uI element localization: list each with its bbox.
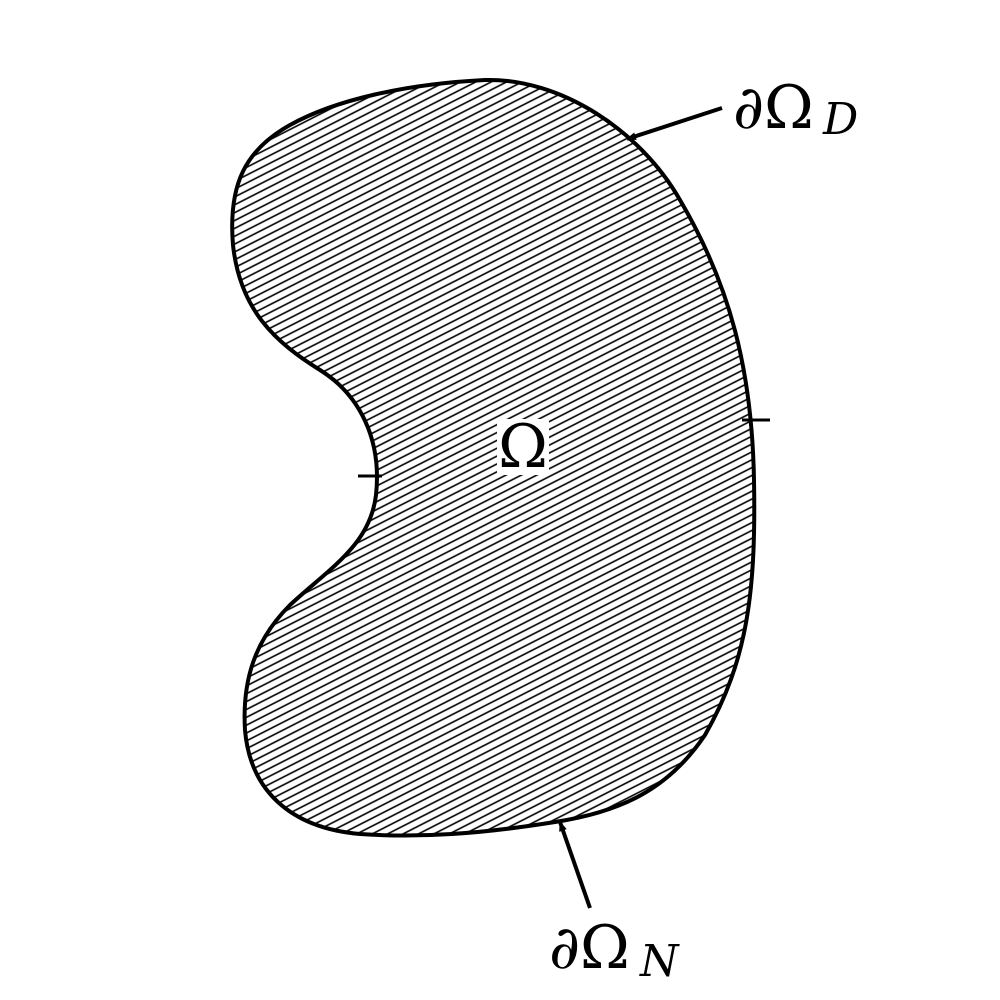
svg-text:Ω: Ω xyxy=(498,412,548,482)
svg-text:∂Ω: ∂Ω xyxy=(733,73,814,143)
neumann-boundary-label: ∂Ω N xyxy=(549,913,680,987)
svg-text:D: D xyxy=(822,94,858,145)
svg-text:N: N xyxy=(639,936,680,987)
svg-text:∂Ω: ∂Ω xyxy=(549,913,630,983)
dirichlet-boundary-label: ∂Ω D xyxy=(733,73,858,145)
domain-region xyxy=(230,77,757,838)
dirichlet-arrow xyxy=(626,106,723,141)
neumann-arrow xyxy=(558,821,592,909)
domain-label: Ω xyxy=(497,412,549,482)
